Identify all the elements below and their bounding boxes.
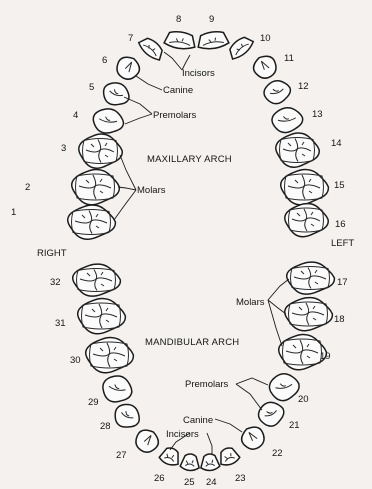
upper-premolars-label: Premolars: [153, 110, 197, 121]
tooth-number-18: 18: [334, 314, 345, 325]
tooth-15: [281, 170, 329, 205]
tooth-number-29: 29: [88, 397, 99, 408]
upper-incisors-label: Incisors: [182, 68, 215, 79]
leader-line: [236, 378, 268, 385]
leader-line: [136, 76, 162, 90]
tooth-number-26: 26: [154, 473, 165, 484]
tooth-number-21: 21: [289, 420, 300, 431]
tooth-27: [131, 425, 162, 456]
tooth-number-3: 3: [61, 143, 66, 154]
tooth-number-22: 22: [272, 448, 283, 459]
tooth-31: [78, 299, 126, 334]
tooth-number-15: 15: [334, 180, 345, 191]
tooth-number-14: 14: [331, 138, 342, 149]
upper-canine-label: Canine: [163, 85, 193, 96]
tooth-number-10: 10: [260, 33, 271, 44]
tooth-3: [79, 134, 122, 168]
leader-line: [125, 114, 152, 124]
tooth-number-2: 2: [25, 182, 30, 193]
tooth-20: [267, 371, 301, 403]
mandibular-arch-title: MANDIBULAR ARCH: [145, 337, 239, 348]
tooth-number-28: 28: [100, 421, 111, 432]
tooth-18: [285, 298, 333, 331]
tooth-9: [196, 30, 229, 51]
tooth-number-19: 19: [320, 351, 331, 362]
tooth-32: [73, 264, 121, 296]
tooth-2: [72, 170, 120, 205]
tooth-number-25: 25: [184, 477, 195, 488]
tooth-13: [271, 106, 305, 134]
tooth-number-8: 8: [176, 14, 181, 25]
tooth-16: [285, 204, 328, 237]
tooth-1: [68, 205, 116, 239]
tooth-29: [100, 373, 134, 405]
tooth-28: [111, 400, 144, 432]
leader-line: [164, 52, 182, 70]
tooth-number-23: 23: [235, 473, 246, 484]
tooth-number-11: 11: [284, 53, 294, 64]
tooth-number-9: 9: [209, 14, 214, 25]
tooth-number-6: 6: [102, 55, 107, 66]
lower-premolars-label: Premolars: [185, 379, 229, 390]
tooth-number-4: 4: [73, 110, 78, 121]
tooth-23: [217, 445, 241, 467]
label-left: LEFT: [331, 238, 354, 249]
tooth-number-1: 1: [11, 207, 16, 218]
tooth-number-16: 16: [335, 219, 346, 230]
tooth-number-24: 24: [206, 477, 217, 488]
leader-line: [268, 300, 282, 346]
leader-line: [268, 279, 289, 300]
leader-line: [120, 155, 136, 190]
tooth-21: [255, 398, 288, 430]
tooth-number-12: 12: [298, 81, 309, 92]
tooth-10: [226, 33, 256, 61]
lower-molars-label: Molars: [236, 297, 265, 308]
tooth-11: [250, 52, 281, 83]
tooth-7: [136, 34, 166, 62]
upper-molars-label: Molars: [137, 185, 166, 196]
leader-line: [207, 433, 212, 455]
tooth-5: [100, 79, 132, 109]
maxillary-arch-title: MAXILLARY ARCH: [147, 154, 232, 165]
tooth-12: [261, 77, 293, 107]
label-right: RIGHT: [37, 248, 67, 259]
tooth-24: [200, 453, 220, 471]
tooth-number-30: 30: [70, 355, 81, 366]
lower-canine-label: Canine: [183, 415, 213, 426]
leader-line: [236, 384, 262, 410]
tooth-22: [237, 422, 268, 453]
tooth-25: [180, 453, 200, 471]
tooth-number-5: 5: [89, 82, 94, 93]
tooth-number-32: 32: [50, 277, 61, 288]
tooth-30: [86, 338, 134, 373]
tooth-number-13: 13: [312, 109, 323, 120]
tooth-8: [164, 30, 197, 51]
leader-line: [268, 300, 286, 314]
lower-incisors-label: Incisors: [166, 429, 199, 440]
leader-line: [118, 187, 136, 190]
tooth-14: [276, 133, 319, 167]
tooth-number-20: 20: [298, 394, 309, 405]
tooth-number-7: 7: [128, 33, 133, 44]
tooth-number-17: 17: [337, 277, 348, 288]
tooth-number-27: 27: [116, 450, 127, 461]
tooth-4: [92, 107, 126, 135]
tooth-number-31: 31: [55, 318, 66, 329]
tooth-26: [158, 445, 182, 467]
tooth-6: [113, 53, 144, 84]
tooth-17: [287, 262, 335, 294]
leader-line: [215, 419, 242, 432]
